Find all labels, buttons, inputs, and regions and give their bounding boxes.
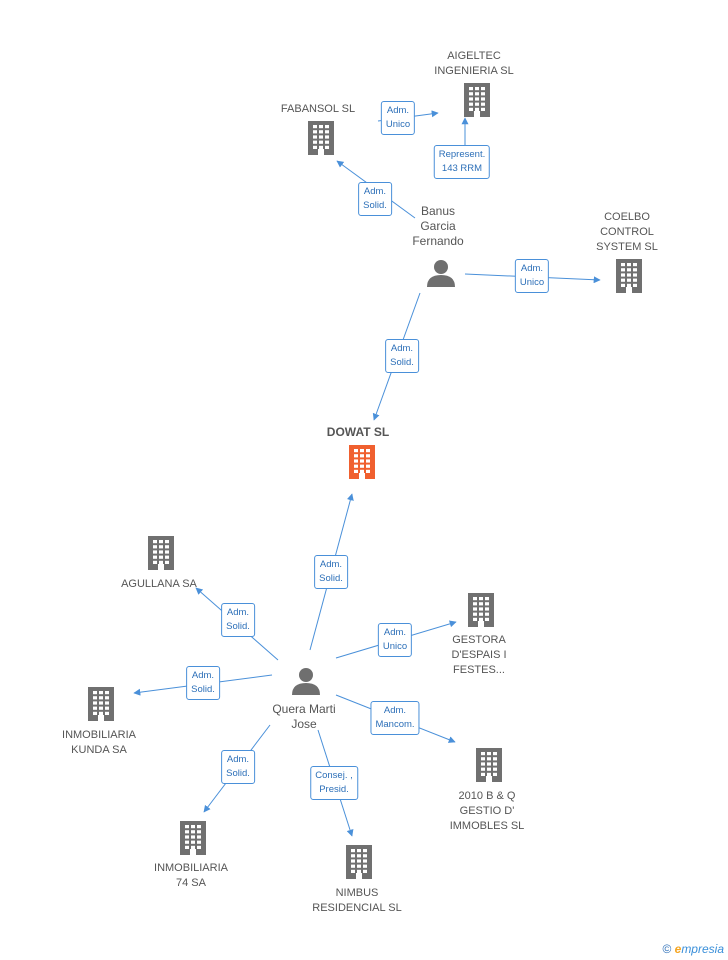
building-icon-kunda[interactable] (88, 687, 114, 721)
building-icon-dowat[interactable] (349, 445, 375, 479)
edge-label-banus-to-fabansol[interactable]: Adm. Solid. (358, 182, 392, 216)
node-label-nimbus[interactable]: NIMBUS RESIDENCIAL SL (312, 887, 402, 914)
node-label-kunda[interactable]: INMOBILIARIA KUNDA SA (62, 729, 136, 756)
edge-label-quera-to-nimbus[interactable]: Consej. , Presid. (310, 766, 358, 800)
edge-label-banus-to-coelbo[interactable]: Adm. Unico (514, 259, 550, 293)
edge-label-quera-to-kunda[interactable]: Adm. Solid. (186, 666, 220, 700)
edge-label-quera-to-inm74[interactable]: Adm. Solid. (221, 750, 255, 784)
node-label-agullana[interactable]: AGULLANA SA (121, 578, 197, 590)
building-icon-nimbus[interactable] (346, 845, 372, 879)
edge-label-quera-to-agullana[interactable]: Adm. Solid. (221, 603, 255, 637)
node-label-inm74[interactable]: INMOBILIARIA 74 SA (154, 862, 228, 889)
node-label-dowat[interactable]: DOWAT SL (326, 425, 390, 439)
edge-label-quera-to-dowat[interactable]: Adm. Solid. (314, 555, 348, 589)
edge-label-quera-to-gestora[interactable]: Adm. Unico (377, 623, 413, 657)
copyright-symbol: © (662, 942, 672, 956)
edge-label-quera-to-bq[interactable]: Adm. Mancom. (370, 701, 420, 735)
building-icon-aigeltec[interactable] (464, 83, 490, 117)
node-label-gestora[interactable]: GESTORA D'ESPAIS I FESTES... (451, 634, 507, 676)
node-label-coelbo[interactable]: COELBO CONTROL SYSTEM SL (596, 211, 658, 253)
building-icon-bq[interactable] (476, 748, 502, 782)
node-label-aigeltec[interactable]: AIGELTEC INGENIERIA SL (434, 50, 514, 77)
node-label-quera[interactable]: Quera Marti Jose (272, 702, 336, 731)
building-icon-gestora[interactable] (468, 593, 494, 627)
edge-label-banus-to-dowat[interactable]: Adm. Solid. (385, 339, 419, 373)
edge-label-banus-to-aigeltec[interactable]: Represent. 143 RRM (433, 145, 491, 179)
person-icon-quera[interactable] (292, 668, 320, 695)
node-label-banus[interactable]: Banus Garcia Fernando (412, 204, 464, 248)
footer-brand: © empresia (662, 942, 724, 956)
building-icon-inm74[interactable] (180, 821, 206, 855)
building-icon-agullana[interactable] (148, 536, 174, 570)
node-label-bq[interactable]: 2010 B & Q GESTIO D' IMMOBLES SL (449, 790, 525, 832)
person-icon-banus[interactable] (427, 260, 455, 287)
building-icon-coelbo[interactable] (616, 259, 642, 293)
edge-label-fabansol-to-aigeltec[interactable]: Adm. Unico (380, 101, 416, 135)
building-icon-fabansol[interactable] (308, 121, 334, 155)
brand-logo-e: e (674, 942, 682, 956)
node-label-fabansol[interactable]: FABANSOL SL (280, 103, 356, 115)
brand-name: mpresia (681, 942, 724, 956)
